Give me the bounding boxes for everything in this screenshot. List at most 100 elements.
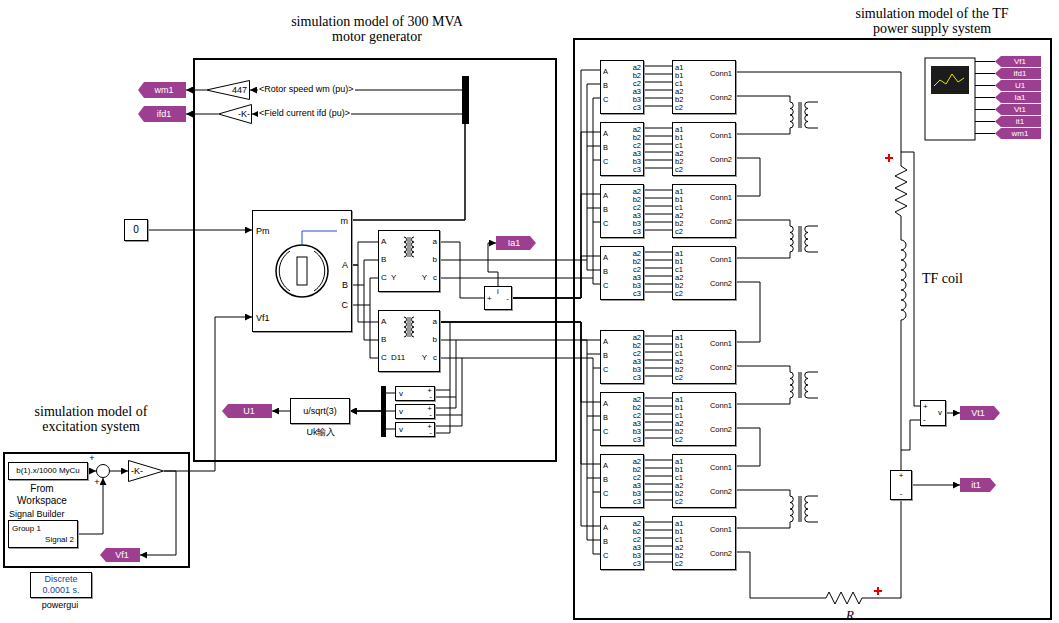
port-label: c2: [675, 497, 683, 506]
signal-line: [250, 90, 465, 220]
port-label: -: [923, 415, 926, 425]
port-label: B: [381, 335, 386, 345]
signal-line: [140, 471, 176, 555]
port-label: b: [433, 335, 437, 345]
block-text: -: [900, 489, 903, 499]
port-label: -: [429, 392, 432, 402]
block-text: Discrete 0.0001 s.: [34, 574, 88, 596]
port-label: a2: [633, 519, 641, 528]
port-label: c: [433, 273, 437, 283]
simulink-block: b(1).x/1000 MyCuFrom Workspace: [8, 462, 88, 480]
port-label: b2: [675, 427, 683, 436]
simulink-block: a1b1c1a2b2c2Conn1Conn2: [672, 392, 736, 446]
simulink-block: ABCa2b2c2a3b3c3: [600, 60, 644, 114]
port-label: B: [381, 255, 386, 265]
port-label: B: [603, 205, 608, 214]
port-label: b2: [675, 95, 683, 104]
goto-tag: it1: [995, 116, 1041, 127]
port-label: b: [433, 255, 437, 265]
block-text: wm1: [154, 85, 173, 96]
port-label: c2: [633, 473, 641, 482]
port-label: c3: [633, 227, 641, 236]
block-text: Vt1: [971, 408, 985, 419]
signal-line: [252, 114, 465, 220]
port-label: Conn1: [710, 339, 732, 348]
simulink-block: ABCa2b2c2a3b3c3: [600, 184, 644, 238]
port-label: c2: [633, 265, 641, 274]
goto-tag: wm1: [138, 82, 186, 98]
gain-block: -K-: [128, 460, 164, 482]
goto-tag: U1: [222, 404, 272, 418]
port-label: Conn2: [710, 425, 732, 434]
port-label: b1: [675, 527, 683, 536]
port-label: c3: [633, 559, 641, 568]
transformer-block-shape: [379, 311, 439, 371]
block-caption: powergui: [25, 600, 95, 611]
port-label: b2: [633, 133, 641, 142]
port-label: a2: [675, 543, 683, 552]
port-label: b3: [633, 551, 641, 560]
port-label: a2: [633, 457, 641, 466]
block-text: +: [899, 471, 904, 481]
port-label: b1: [675, 403, 683, 412]
port-label: c3: [633, 165, 641, 174]
port-label: Conn2: [710, 93, 732, 102]
port-label: -K-: [131, 466, 143, 477]
port-label: b3: [633, 427, 641, 436]
port-label: c2: [675, 289, 683, 298]
signal-line: [272, 411, 290, 412]
goto-tag: ifd1: [995, 68, 1041, 79]
port-label: Conn1: [710, 525, 732, 534]
port-label: c2: [675, 373, 683, 382]
goto-tag: wm1: [995, 128, 1041, 139]
goto-tag: ifd1: [138, 106, 186, 122]
port-label: b2: [633, 403, 641, 412]
signal-line: [946, 413, 960, 414]
port-label: Conn1: [710, 193, 732, 202]
port-label: A: [603, 191, 608, 200]
block-text: Ia1: [508, 238, 521, 249]
simulink-block: u/sqrt(3)Uk输入: [290, 398, 350, 424]
frame-heading: simulation model of 300 MVA motor genera…: [277, 14, 477, 44]
signal-line: [350, 393, 395, 411]
simulink-block: v+-: [395, 404, 435, 419]
port-label: b1: [675, 133, 683, 142]
simulink-block: a1b1c1a2b2c2Conn1Conn2: [672, 246, 736, 300]
port-label: a2: [675, 419, 683, 428]
port-label: C: [603, 489, 608, 498]
port-label: v: [399, 389, 403, 399]
port-label: m: [341, 216, 349, 227]
port-label: c3: [633, 289, 641, 298]
port-label: b2: [633, 195, 641, 204]
port-label: D11: [391, 353, 405, 363]
block-caption: Uk输入: [291, 427, 351, 438]
port-label: C: [381, 273, 387, 283]
port-label: c2: [675, 103, 683, 112]
subsystem-frame: simulation model of the TF power supply …: [573, 38, 1052, 620]
subsystem-frame: simulation model of 300 MVA motor genera…: [193, 58, 557, 462]
port-label: Group 1: [12, 524, 41, 534]
port-label: c1: [675, 79, 683, 88]
port-label: C: [603, 551, 608, 560]
port-label: b2: [675, 157, 683, 166]
signal-line: [148, 230, 252, 231]
simulink-block: a1b1c1a2b2c2Conn1Conn2: [672, 516, 736, 570]
port-label: 447: [232, 85, 247, 96]
simulink-block: a1b1c1a2b2c2Conn1Conn2: [672, 184, 736, 238]
simulink-block: ABCa2b2c2a3b3c3: [600, 122, 644, 176]
port-label: b2: [633, 465, 641, 474]
block-caption: +: [93, 477, 101, 488]
signal-line: [912, 485, 960, 486]
port-label: b3: [633, 489, 641, 498]
simulink-block: +i-: [484, 286, 512, 310]
signal-line: [78, 478, 103, 534]
port-label: c2: [633, 535, 641, 544]
signal-line: [644, 66, 672, 67]
signal-line: [88, 471, 96, 472]
goto-tag: Vf1: [100, 548, 140, 562]
port-label: a3: [633, 419, 641, 428]
port-label: b3: [633, 365, 641, 374]
port-label: A: [603, 67, 608, 76]
port-label: Y: [391, 273, 396, 283]
port-label: Y: [422, 353, 427, 363]
